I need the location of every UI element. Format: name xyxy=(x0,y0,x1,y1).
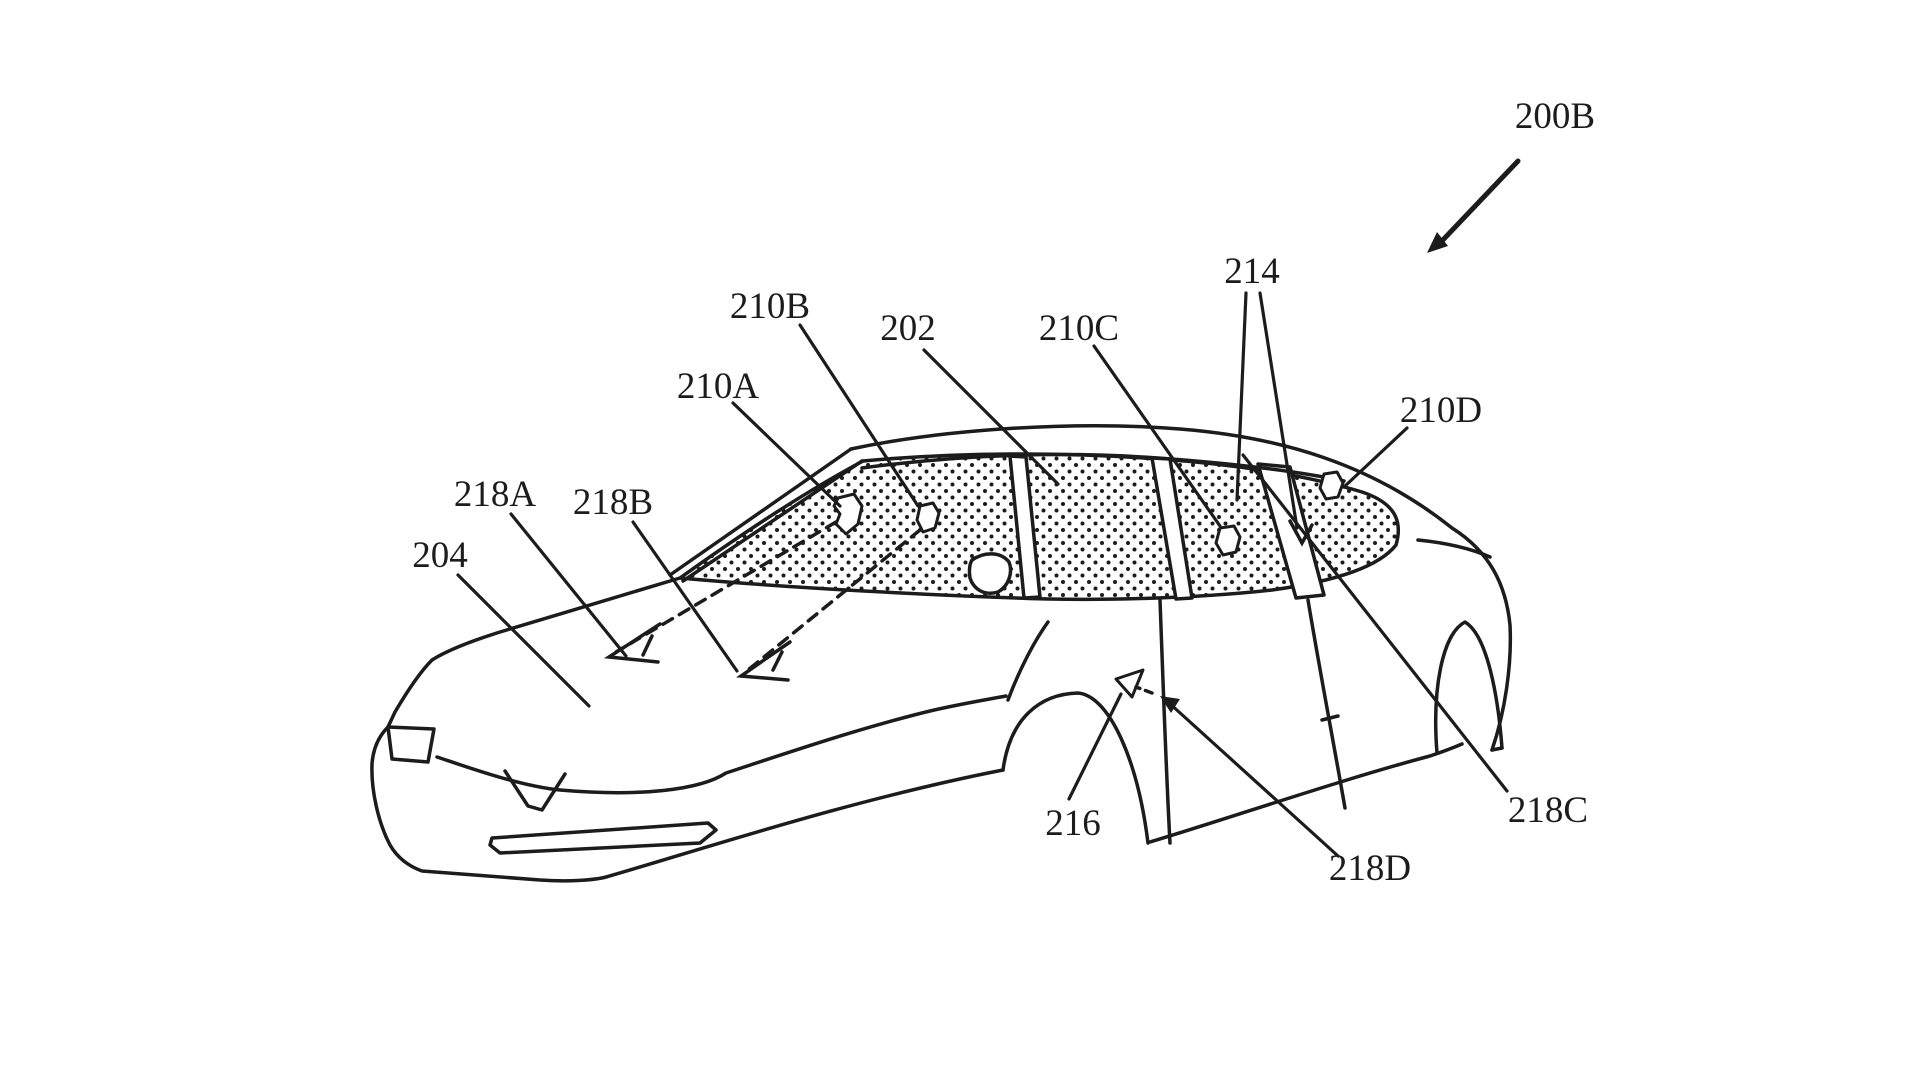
fender-sensor-triangle-icon xyxy=(1114,668,1145,699)
front-fascia-outline xyxy=(370,725,1005,883)
car-drawing xyxy=(370,424,1513,883)
roof-inner-line xyxy=(860,452,1346,483)
hood-front-edge xyxy=(435,694,1008,795)
hood-rear-edge xyxy=(386,576,682,729)
ref-label-210B: 210B xyxy=(730,286,810,327)
leader-210D xyxy=(1342,426,1409,489)
leader-202 xyxy=(922,348,1060,486)
rear-wheel-arch xyxy=(1434,620,1504,755)
leader-218B xyxy=(631,520,739,673)
ref-label-210C: 210C xyxy=(1039,308,1119,349)
quarter-sensor-d-icon xyxy=(1318,470,1345,501)
ref-label-218D: 218D xyxy=(1329,848,1411,889)
fov-ray-b-dashed xyxy=(746,528,922,672)
rear-bumper-bottom xyxy=(1490,746,1504,752)
windshield-sensor-b-icon xyxy=(915,501,941,534)
pillar-down-arrowhead-icon xyxy=(1288,519,1314,547)
fender-sensor-dashes xyxy=(1134,685,1154,695)
leader-218C xyxy=(1241,453,1509,793)
nose-vee xyxy=(503,769,567,812)
assembly-arrow-icon xyxy=(1427,158,1521,253)
fov-ray-b-arrowhead-icon xyxy=(736,640,792,682)
leader-218D xyxy=(1166,700,1340,858)
ref-label-202: 202 xyxy=(880,308,936,349)
leader-204 xyxy=(456,573,591,708)
leader-210A xyxy=(731,401,842,508)
ref-label-218A: 218A xyxy=(454,474,537,515)
ref-label-210D: 210D xyxy=(1400,390,1482,431)
front-door-seam xyxy=(1158,598,1172,845)
side-mirror xyxy=(967,552,1013,595)
leader-210C xyxy=(1092,344,1222,528)
leader-216 xyxy=(1067,692,1123,801)
ref-label-218B: 218B xyxy=(573,482,653,523)
ref-label-210A: 210A xyxy=(677,366,760,407)
a-pillar-outer-line xyxy=(668,447,853,577)
glass-band-stippled xyxy=(678,452,1401,602)
door-handle-tick xyxy=(1320,714,1340,722)
rear-quarter-crease xyxy=(1416,538,1492,559)
fov-ray-a-arrowhead-icon xyxy=(603,622,662,664)
rocker-sill-line xyxy=(1148,742,1464,844)
leader-218A xyxy=(509,512,628,658)
ref-label-216: 216 xyxy=(1045,803,1101,844)
front-wheel-arch xyxy=(1001,691,1150,845)
leader-218D-arrowhead-icon xyxy=(1160,696,1180,713)
bumper-intake-slot xyxy=(488,821,718,855)
leader-214-left xyxy=(1235,291,1248,502)
ref-label-214: 214 xyxy=(1224,251,1280,292)
a-pillar-inner-line xyxy=(681,459,864,583)
ref-label-200B: 200B xyxy=(1515,96,1595,137)
leader-210B xyxy=(798,323,920,508)
windshield-sensor-a-icon xyxy=(832,492,864,536)
rear-door-seam xyxy=(1306,598,1347,810)
pillar-sensor-c-icon xyxy=(1214,524,1242,557)
ref-label-204: 204 xyxy=(412,535,468,576)
ref-label-218C: 218C xyxy=(1508,790,1588,831)
headlight-outline xyxy=(386,725,436,764)
leader-214-right xyxy=(1258,291,1299,530)
roof-outer-line xyxy=(849,424,1513,752)
fender-brow-crease xyxy=(1006,620,1050,702)
